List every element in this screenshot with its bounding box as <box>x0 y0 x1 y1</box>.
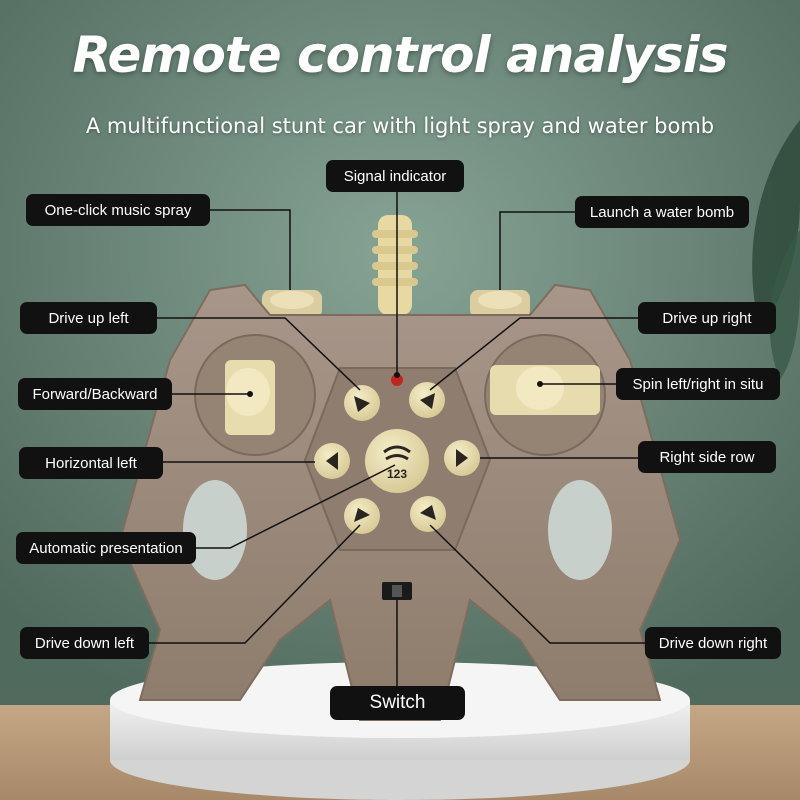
plant-leaf-2 <box>769 230 800 380</box>
remote-control <box>118 215 682 721</box>
callout-drive-up-left: Drive up left <box>20 302 157 334</box>
right-grip-hole <box>548 480 612 580</box>
center-demo-button <box>365 429 429 493</box>
callout-water-bomb: Launch a water bomb <box>575 196 749 228</box>
callout-signal-indicator: Signal indicator <box>326 160 464 192</box>
callout-drive-up-right: Drive up right <box>638 302 776 334</box>
callout-right-side-row: Right side row <box>638 441 776 473</box>
center-button-icon <box>383 445 411 461</box>
callout-dots <box>247 372 543 397</box>
callout-drive-down-right: Drive down right <box>645 627 781 659</box>
callout-lines <box>149 192 645 687</box>
left-grip-hole <box>183 480 247 580</box>
plant-leaf <box>752 120 800 330</box>
callout-music-spray: One-click music spray <box>26 194 210 226</box>
direction-buttons <box>314 382 480 534</box>
page-title: Remote control analysis <box>72 26 728 84</box>
callout-switch: Switch <box>330 686 465 720</box>
callout-auto-presentation: Automatic presentation <box>16 532 196 564</box>
center-button-number: 123 <box>387 467 407 481</box>
callout-horizontal-left: Horizontal left <box>19 447 163 479</box>
page-subtitle: A multifunctional stunt car with light s… <box>85 114 715 138</box>
callout-spin: Spin left/right in situ <box>616 368 780 400</box>
callout-forward-backward: Forward/Backward <box>18 378 172 410</box>
callout-drive-down-left: Drive down left <box>20 627 149 659</box>
signal-indicator-led <box>391 374 403 386</box>
